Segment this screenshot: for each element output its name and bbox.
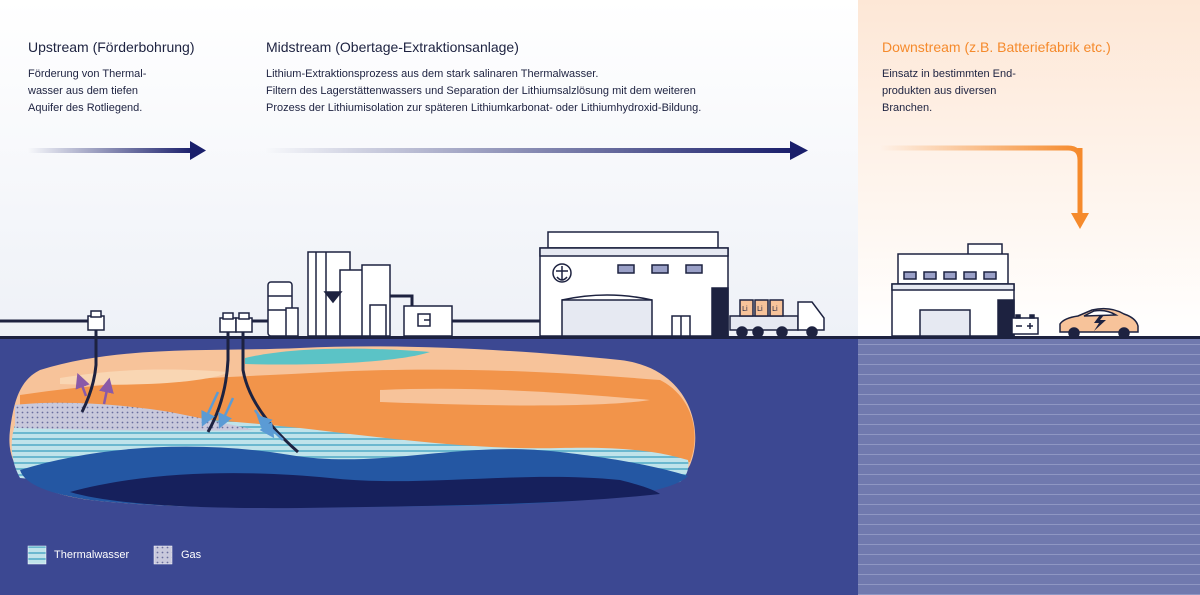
downstream-line: produkten aus diversen [882,85,997,97]
midstream-title: Midstream (Obertage-Extraktionsanlage) [266,39,519,55]
midstream-line: Lithium-Extraktionsprozess aus dem stark… [266,68,599,80]
upstream-arrow [28,141,206,160]
battery-icon [1011,314,1039,335]
downstream-underground [858,338,1200,595]
gas-swatch [153,545,173,565]
legend-gas-label: Gas [181,549,202,561]
reservoir [9,346,696,509]
downstream-title: Downstream (z.B. Batteriefabrik etc.) [882,39,1111,55]
battery-factory [891,243,1015,337]
upstream-line: wasser aus dem tiefen [28,85,139,97]
extraction-plant [267,251,453,337]
downstream-arrow [880,145,1089,229]
electric-car-icon [1059,307,1139,339]
midstream-description: Lithium-Extraktionsprozess aus dem stark… [266,66,701,117]
downstream-line: Einsatz in bestimmten End- [882,68,1016,80]
factory-icon [539,231,729,337]
crate-label: Li [757,305,763,313]
legend-thermalwasser-label: Thermalwasser [54,549,130,561]
midstream-line: Prozess der Lithiumisolation zur spätere… [266,102,702,114]
thermalwasser-swatch [27,545,47,565]
crate-label: Li [742,305,748,313]
truck-icon [729,299,825,338]
upstream-description: Förderung von Thermal- wasser aus dem ti… [28,66,146,117]
well-upstream [75,310,114,413]
lithium-crate-labels: Li Li Li [742,305,778,313]
upstream-line: Aquifer des Rotliegend. [28,102,143,114]
midstream-line: Filtern des Lagerstättenwassers und Sepa… [266,85,696,97]
midstream-arrow [265,141,808,160]
downstream-line: Branchen. [882,102,933,114]
downstream-description: Einsatz in bestimmten End- produkten aus… [882,66,1016,117]
crate-label: Li [772,305,778,313]
upstream-title: Upstream (Förderbohrung) [28,39,195,55]
well-midstream [201,312,299,454]
legend [27,545,173,565]
upstream-line: Förderung von Thermal- [28,68,147,80]
ground-line [0,336,1200,339]
